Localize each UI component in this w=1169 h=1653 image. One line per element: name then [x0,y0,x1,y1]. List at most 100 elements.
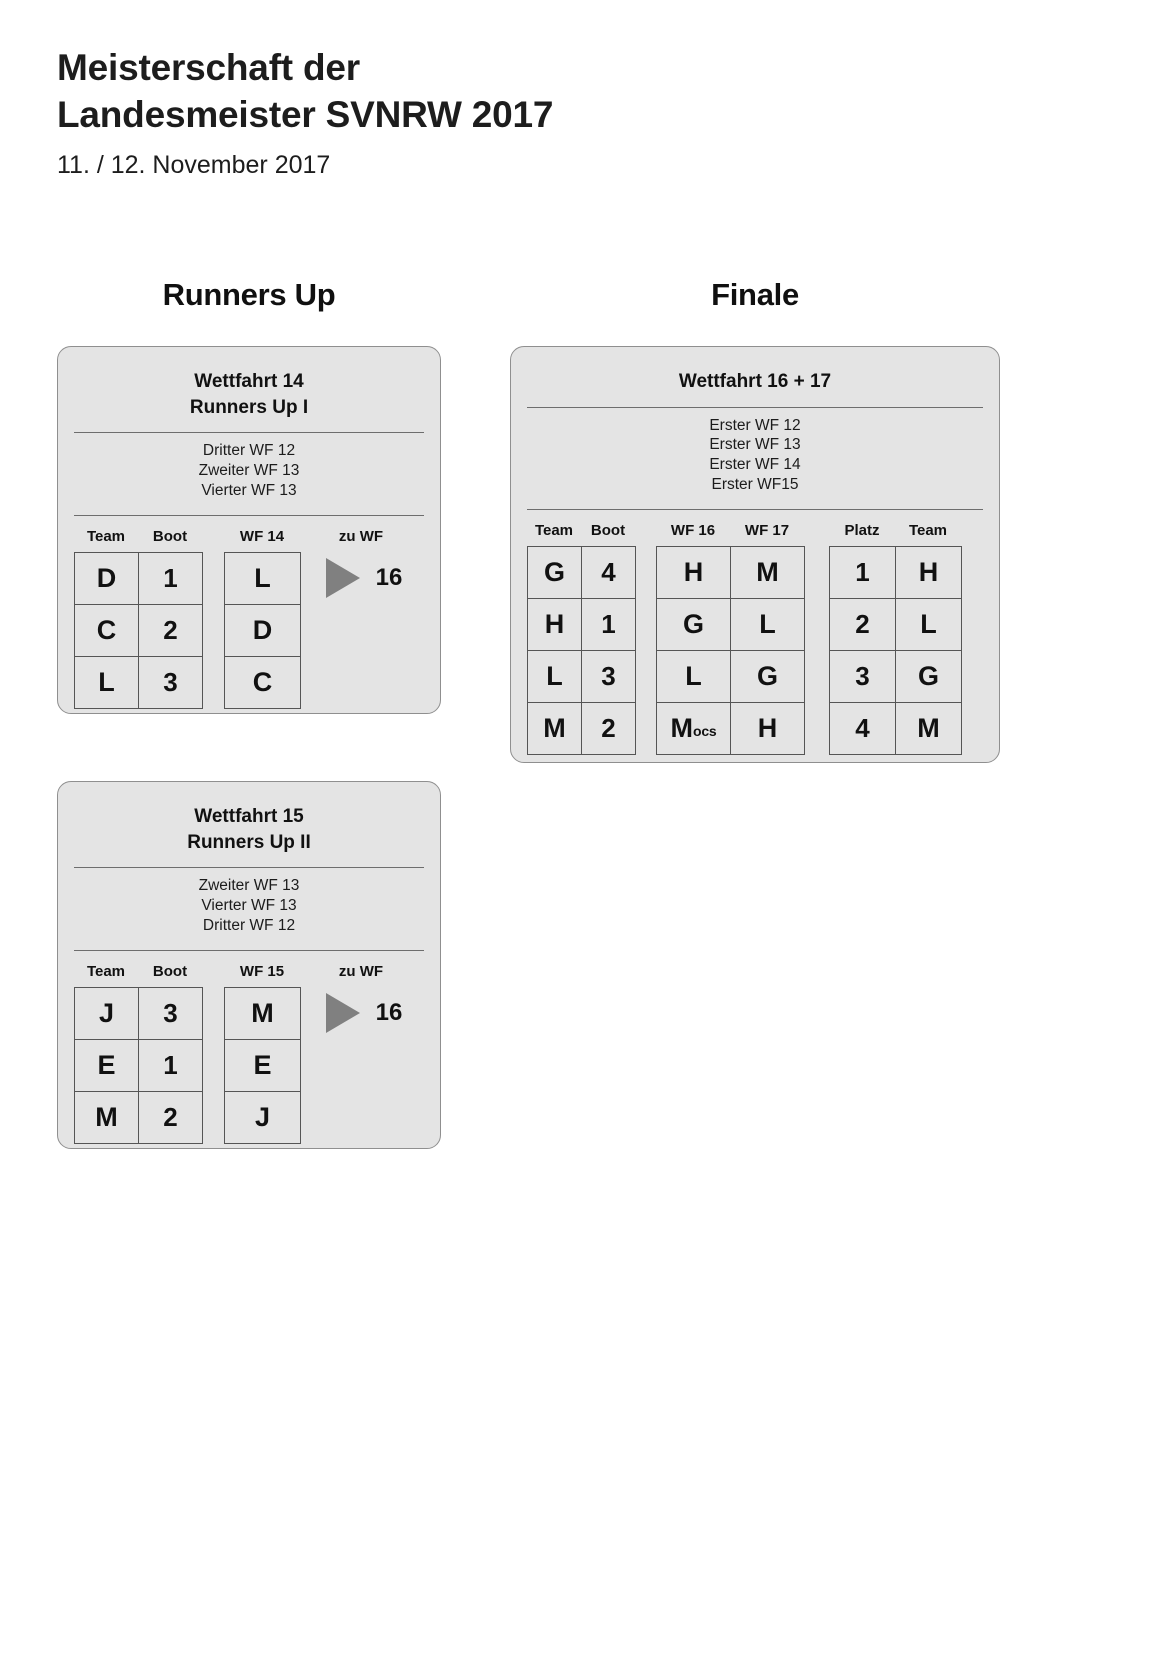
page-header: Meisterschaft der Landesmeister SVNRW 20… [57,44,957,181]
column-header-boot: Boot [152,527,188,545]
result-block: WF 15 M E J [224,963,301,1144]
table-cell-platz: 1 [830,546,896,599]
card-title: Wettfahrt 14 Runners Up I [189,371,309,418]
race-table-wf14: Team Boot D C L 1 2 3 WF 14 [74,516,424,709]
table-cell-standings-team: G [896,650,962,703]
standings-team-column: H L G M [896,546,962,755]
advance-to-wf-number: 16 [375,998,403,1026]
table-cell-wf16: L [657,650,731,703]
advance-block: zu WF 16 [301,528,421,604]
column-header-wf14: WF 14 [239,527,285,545]
table-cell-wf17: M [731,546,805,599]
table-cell-team: E [75,1039,139,1092]
table-cell-team: H [528,598,582,651]
table-cell-wf17: H [731,702,805,755]
card-wettfahrt-14: Wettfahrt 14 Runners Up I Dritter WF 12 … [57,346,441,714]
table-cell-wf16: G [657,598,731,651]
column-header-team-standings: Team [908,521,948,539]
table-cell-team: C [75,604,139,657]
source-line: Erster WF15 [711,476,799,494]
triangle-right-icon [325,992,360,1033]
ocs-penalty-note: ocs [692,723,717,740]
card-sources: Dritter WF 12 Zweiter WF 13 Vierter WF 1… [74,433,424,502]
table-cell-platz: 3 [830,650,896,703]
table-cell-result: C [225,656,301,709]
table-cell-boot: 3 [139,987,203,1040]
card-finale: Wettfahrt 16 + 17 Erster WF 12 Erster WF… [510,346,1000,763]
column-header-wf16: WF 16 [670,521,716,539]
column-header-team: Team [86,962,126,980]
table-cell-boot: 3 [139,656,203,709]
boot-column: 1 2 3 [139,552,203,709]
table-cell-team: M [75,1091,139,1144]
table-cell-boot: 2 [139,1091,203,1144]
column-header-team: Team [86,527,126,545]
source-line: Erster WF 12 [709,416,801,434]
card-wettfahrt-15: Wettfahrt 15 Runners Up II Zweiter WF 13… [57,781,441,1149]
table-cell-boot: 3 [582,650,636,703]
advance-to-wf-number: 16 [375,563,403,591]
table-cell-boot: 1 [139,552,203,605]
table-cell-result: M [225,987,301,1040]
table-cell-team: M [528,702,582,755]
table-cell-platz: 4 [830,702,896,755]
source-line: Vierter WF 13 [201,897,297,915]
table-cell-result: J [225,1091,301,1144]
section-title-runners-up: Runners Up [162,277,336,312]
source-line: Dritter WF 12 [202,442,296,460]
table-cell-boot: 4 [582,546,636,599]
team-column: G H L M [528,546,582,755]
table-cell-team: L [528,650,582,703]
team-boot-block: Team Boot D C L 1 2 3 [74,528,203,709]
table-cell-standings-team: H [896,546,962,599]
source-line: Erster WF 13 [709,436,801,454]
table-cell-result: L [225,552,301,605]
standings-block: Platz Team 1 2 3 4 H L G M [829,522,962,755]
source-line: Erster WF 14 [709,456,801,474]
table-cell-wf16: H [657,546,731,599]
table-cell-standings-team: M [896,702,962,755]
wf17-column: M L G H [731,546,805,755]
card-sources: Erster WF 12 Erster WF 13 Erster WF 14 E… [527,408,983,497]
triangle-right-icon [325,557,360,598]
divider [74,432,424,434]
table-cell-result: E [225,1039,301,1092]
team-column: D C L [75,552,139,709]
source-line: Vierter WF 13 [201,481,297,499]
result-column: M E J [225,987,301,1144]
divider [527,508,983,510]
card-title: Wettfahrt 16 + 17 [678,371,832,392]
team-column: J E M [75,987,139,1144]
section-title-finale: Finale [711,277,799,312]
column-header-boot: Boot [152,962,188,980]
card-sources: Zweiter WF 13 Vierter WF 13 Dritter WF 1… [74,868,424,937]
divider [527,406,983,408]
source-line: Zweiter WF 13 [198,877,300,895]
table-cell-result: D [225,604,301,657]
column-header-wf15: WF 15 [239,962,285,980]
table-cell-wf16-letter: M [670,712,693,743]
column-header-boot: Boot [590,521,626,539]
column-header-platz: Platz [844,521,880,539]
divider [74,949,424,951]
table-cell-team: J [75,987,139,1040]
advance-block: zu WF 16 [301,963,421,1039]
table-cell-boot: 1 [139,1039,203,1092]
platz-column: 1 2 3 4 [830,546,896,755]
page-title: Meisterschaft der Landesmeister SVNRW 20… [57,47,554,136]
table-cell-standings-team: L [896,598,962,651]
table-cell-wf17: L [731,598,805,651]
table-cell-team: L [75,656,139,709]
column-header-zu-wf: zu WF [338,527,384,545]
column-header-wf17: WF 17 [744,521,790,539]
event-date: 11. / 12. November 2017 [57,150,331,179]
source-line: Dritter WF 12 [202,916,296,934]
table-cell-boot: 2 [582,702,636,755]
table-cell-boot: 1 [582,598,636,651]
column-header-zu-wf: zu WF [338,962,384,980]
boot-column: 4 1 3 2 [582,546,636,755]
divider [74,514,424,516]
